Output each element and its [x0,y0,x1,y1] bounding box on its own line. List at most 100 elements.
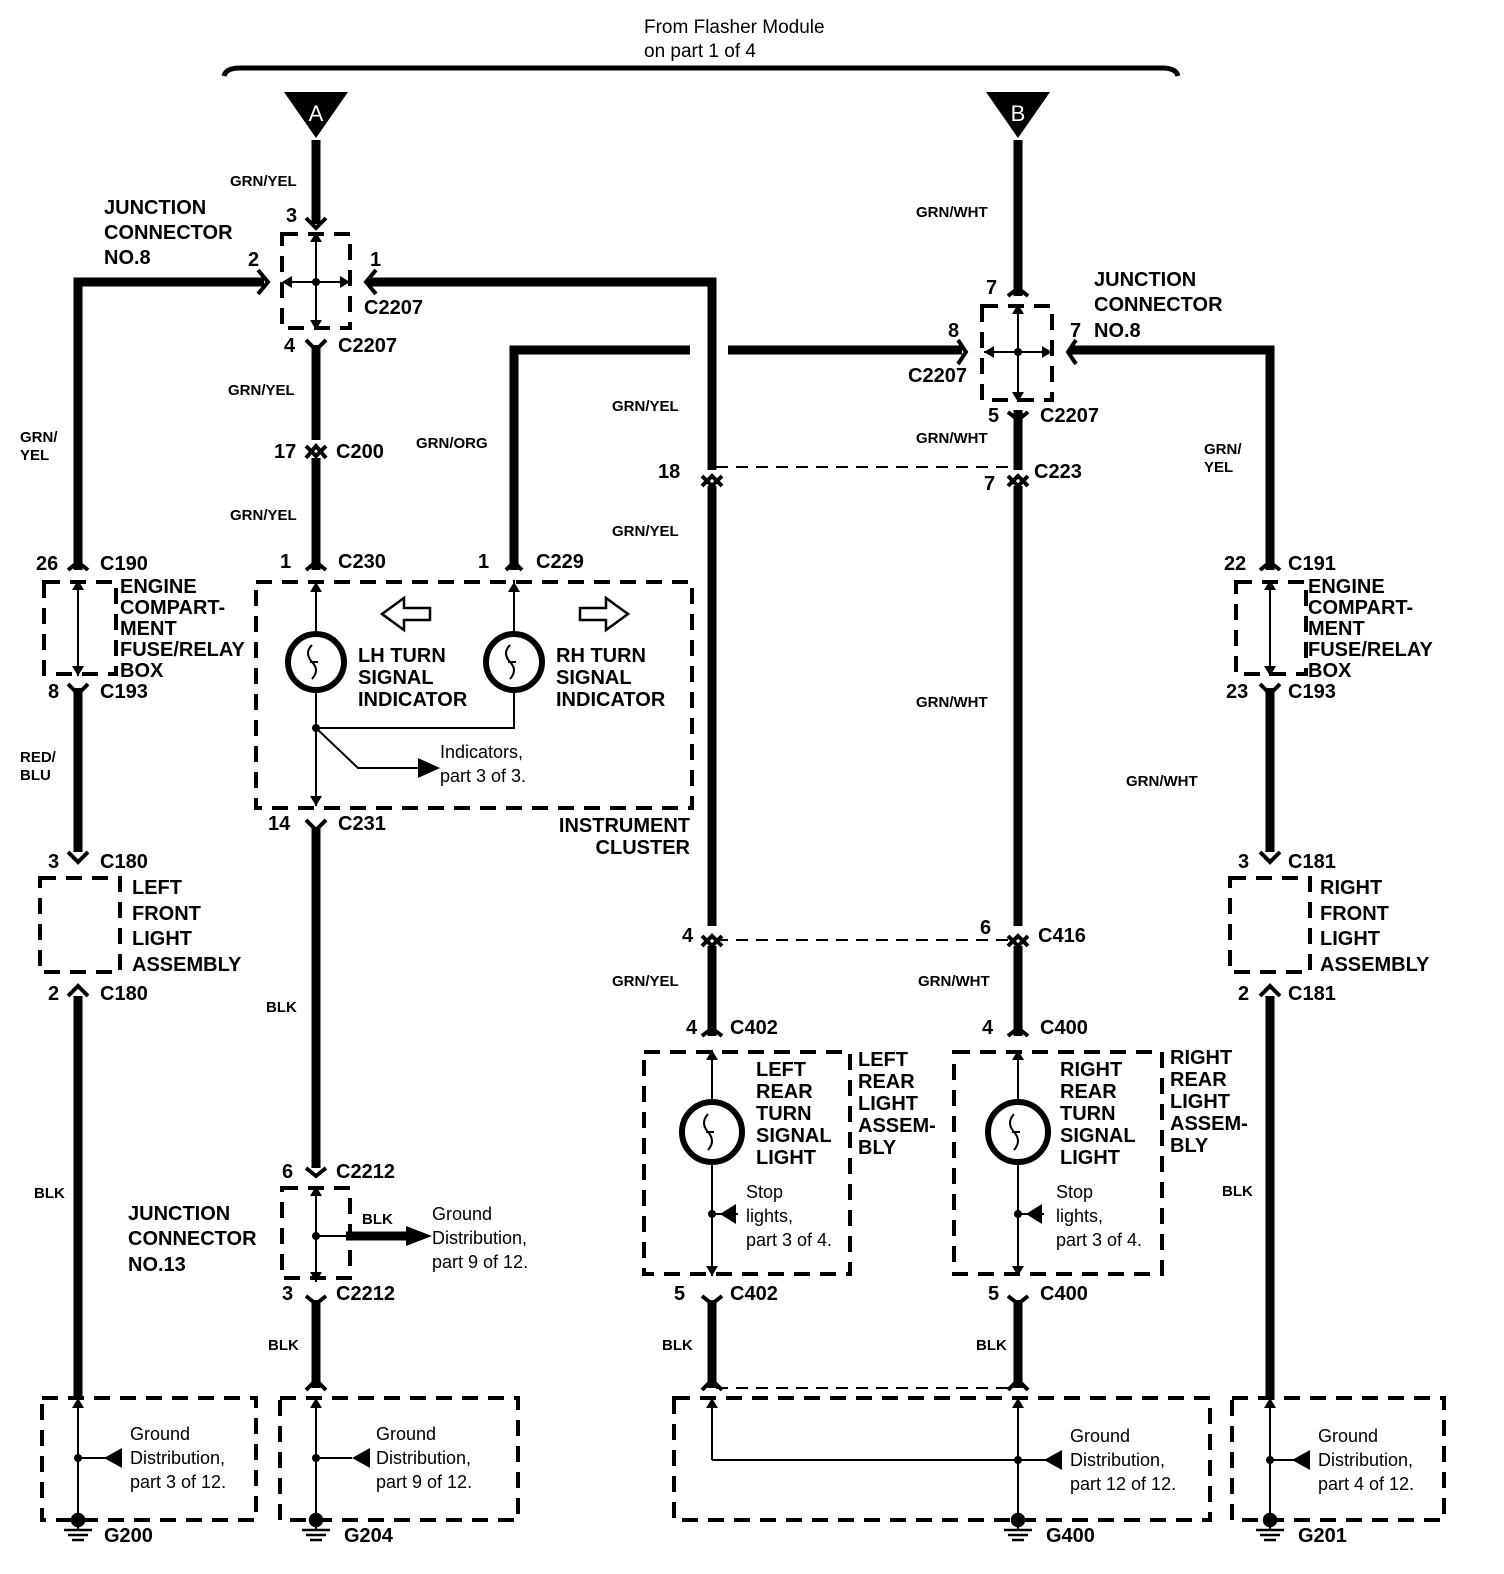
svg-text:C193: C193 [100,681,148,703]
svg-text:BLK: BLK [268,1337,299,1354]
svg-text:C181: C181 [1288,851,1336,873]
svg-text:CONNECTOR: CONNECTOR [1094,294,1223,316]
svg-text:4: 4 [284,335,296,357]
svg-text:GRN/WHT: GRN/WHT [916,204,988,221]
svg-text:SIGNAL: SIGNAL [1060,1125,1136,1147]
svg-text:C2212: C2212 [336,1161,395,1183]
svg-text:C2207: C2207 [1040,405,1099,427]
header-bracket [221,65,1181,77]
svg-text:ASSEMBLY: ASSEMBLY [132,954,242,976]
svg-text:COMPART-: COMPART- [1308,597,1413,619]
svg-text:C230: C230 [338,551,386,573]
wires [73,140,1275,1400]
svg-text:GRN/WHT: GRN/WHT [916,694,988,711]
right-rear-light-box [952,1050,1164,1276]
svg-text:part 9 of 12.: part 9 of 12. [432,1252,528,1272]
svg-text:GRN/YEL: GRN/YEL [612,973,679,990]
svg-text:C180: C180 [100,851,148,873]
svg-text:LH TURN: LH TURN [358,645,446,667]
svg-text:RIGHT: RIGHT [1320,877,1382,899]
svg-text:2: 2 [48,983,59,1005]
ground-box-g204 [278,1396,520,1530]
svg-text:CONNECTOR: CONNECTOR [128,1228,257,1250]
svg-text:BLY: BLY [1170,1135,1209,1157]
svg-text:RIGHT: RIGHT [1170,1047,1232,1069]
component-labels: JUNCTION CONNECTOR NO.8 JUNCTION CONNECT… [104,197,1434,1276]
connector-names: C2207 C2207 C200 C230 C229 C2207 C2207 C… [100,297,1336,1305]
svg-text:Distribution,: Distribution, [130,1448,225,1468]
svg-text:C223: C223 [1034,461,1082,483]
svg-text:part 3 of 3.: part 3 of 3. [440,766,526,786]
svg-text:REAR: REAR [1170,1069,1227,1091]
left-arrow-icon [379,595,432,633]
notes: Indicators, part 3 of 3. Stop lights, pa… [130,742,1414,1494]
svg-text:C231: C231 [338,813,386,835]
svg-text:REAR: REAR [858,1071,915,1093]
svg-text:BLK: BLK [266,999,297,1016]
svg-text:4: 4 [682,925,694,947]
svg-text:4: 4 [982,1017,994,1039]
svg-text:LIGHT: LIGHT [1320,928,1380,950]
svg-text:8: 8 [48,681,59,703]
left-fuse-relay-box [42,580,118,676]
svg-text:C193: C193 [1288,681,1336,703]
svg-text:C402: C402 [730,1017,778,1039]
left-front-light-box [38,876,122,974]
svg-text:lights,: lights, [1056,1206,1103,1226]
svg-text:5: 5 [988,405,999,427]
svg-text:1: 1 [280,551,291,573]
svg-text:SIGNAL: SIGNAL [756,1125,832,1147]
svg-text:BLK: BLK [662,1337,693,1354]
svg-text:3: 3 [1238,851,1249,873]
svg-text:GRN/WHT: GRN/WHT [1126,773,1198,790]
svg-text:C2212: C2212 [336,1283,395,1305]
header-line2: on part 1 of 4 [644,41,756,62]
svg-text:INDICATOR: INDICATOR [358,689,468,711]
svg-text:1: 1 [370,249,381,271]
svg-text:2: 2 [248,249,259,271]
svg-text:GRN/YEL: GRN/YEL [230,173,297,190]
svg-text:G204: G204 [344,1525,394,1547]
svg-text:5: 5 [674,1283,685,1305]
svg-text:Distribution,: Distribution, [432,1228,527,1248]
svg-text:3: 3 [286,205,297,227]
svg-text:C190: C190 [100,553,148,575]
svg-text:lights,: lights, [746,1206,793,1226]
svg-text:GRN/YEL: GRN/YEL [612,398,679,415]
svg-text:Ground: Ground [432,1204,492,1224]
svg-text:Ground: Ground [130,1424,190,1444]
svg-text:GRN/WHT: GRN/WHT [916,430,988,447]
svg-text:C200: C200 [336,441,384,463]
svg-text:B: B [1011,101,1026,126]
svg-text:BLK: BLK [362,1211,393,1228]
svg-text:GRN/YEL: GRN/YEL [612,523,679,540]
wire-labels: GRN/YEL GRN/YEL GRN/YEL GRN/ YEL GRN/ORG… [20,173,1253,1354]
svg-text:23: 23 [1226,681,1248,703]
pin-numbers: 3 2 1 4 17 1 1 18 7 8 7 5 7 26 8 22 23 1… [36,205,1249,1305]
svg-text:Distribution,: Distribution, [1070,1450,1165,1470]
svg-text:ASSEMBLY: ASSEMBLY [1320,954,1430,976]
svg-text:LEFT: LEFT [858,1049,908,1071]
svg-text:ENGINE: ENGINE [1308,576,1385,598]
svg-text:ASSEM-: ASSEM- [858,1115,936,1137]
svg-text:NO.8: NO.8 [104,247,151,269]
svg-text:INDICATOR: INDICATOR [556,689,666,711]
svg-text:G400: G400 [1046,1525,1095,1547]
ground-names: G200 G204 G400 G201 [104,1525,1347,1547]
svg-text:C2207: C2207 [338,335,397,357]
svg-text:NO.13: NO.13 [128,1254,186,1276]
svg-text:JUNCTION: JUNCTION [1094,269,1196,291]
ref-b-triangle: B [986,92,1050,138]
svg-text:part 12 of 12.: part 12 of 12. [1070,1474,1176,1494]
svg-text:FRONT: FRONT [1320,903,1389,925]
ground-box-g201 [1230,1396,1446,1530]
svg-text:G200: G200 [104,1525,153,1547]
svg-text:FUSE/RELAY: FUSE/RELAY [1308,639,1434,661]
svg-text:ASSEM-: ASSEM- [1170,1113,1248,1135]
svg-text:NO.8: NO.8 [1094,320,1141,342]
svg-text:LIGHT: LIGHT [1170,1091,1230,1113]
svg-text:part 4 of 12.: part 4 of 12. [1318,1474,1414,1494]
svg-text:TURN: TURN [1060,1103,1116,1125]
svg-text:RH TURN: RH TURN [556,645,646,667]
connector-symbols [66,216,1282,1392]
